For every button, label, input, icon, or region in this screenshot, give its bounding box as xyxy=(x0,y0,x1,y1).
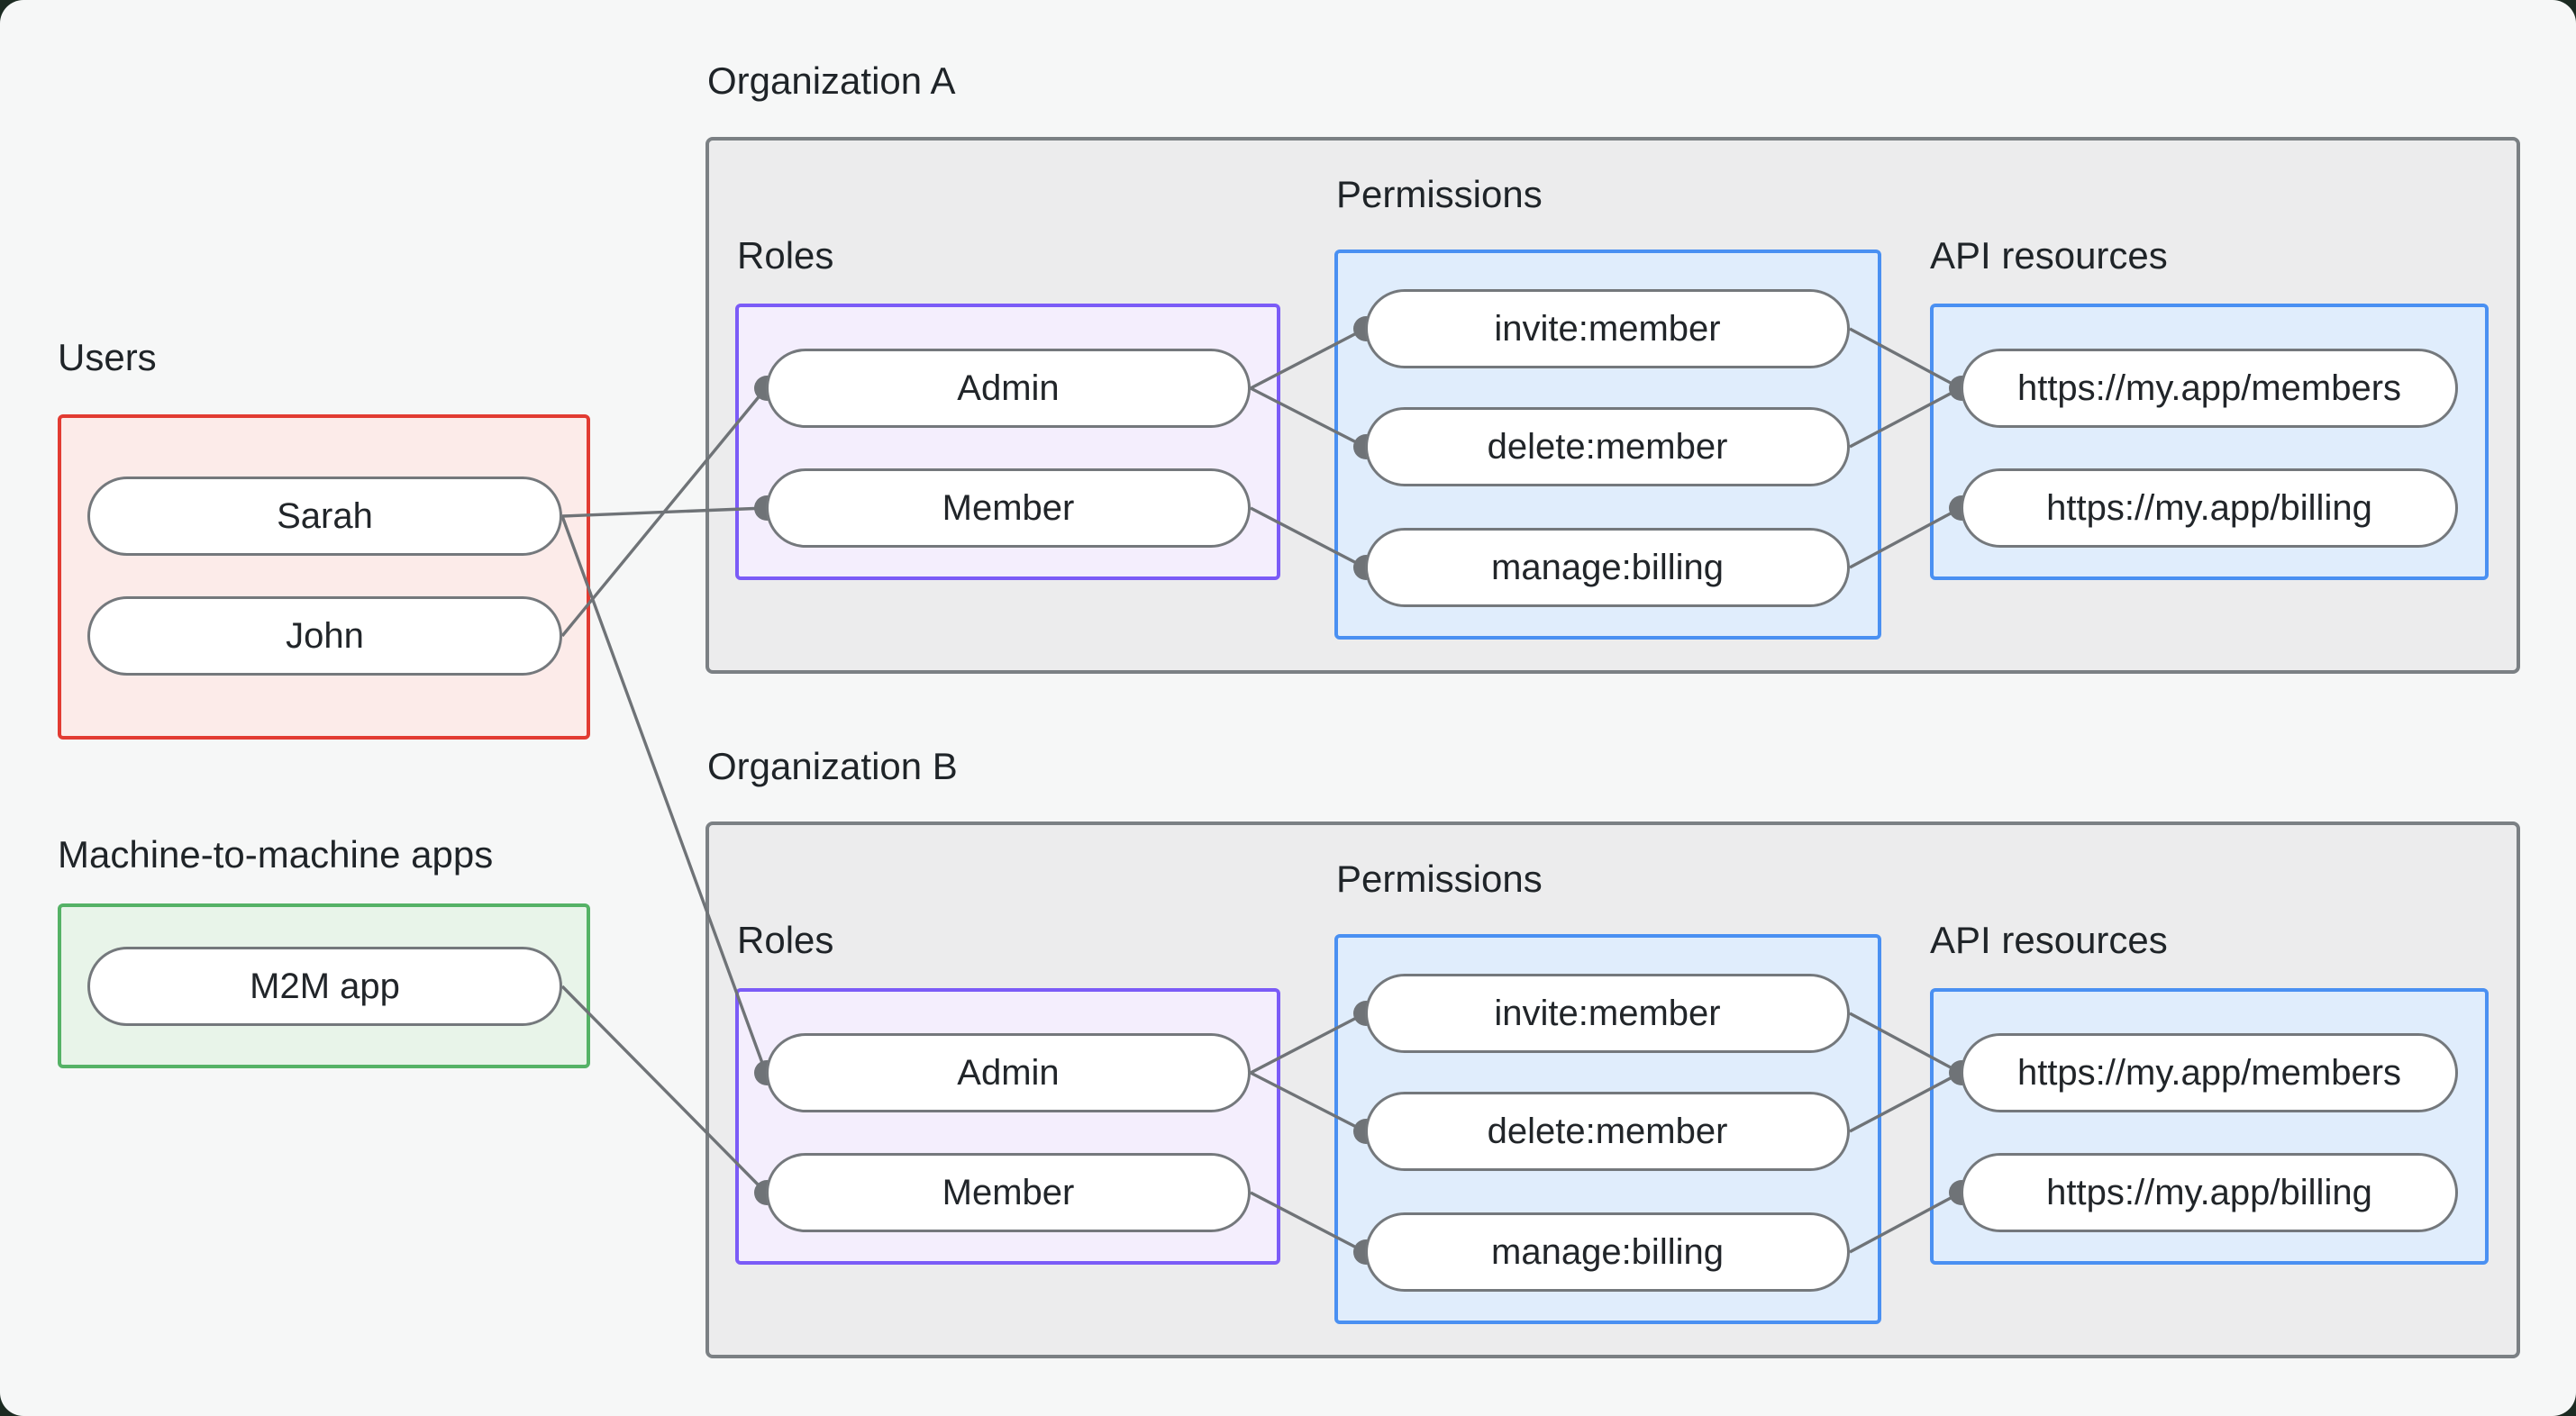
edge-org-b-delete-to-members xyxy=(1849,1071,1962,1133)
edge-org-b-invite-to-members xyxy=(1849,1012,1962,1075)
m2m-group-box: M2M app xyxy=(58,903,590,1068)
node-john: John xyxy=(87,596,562,676)
edge-org-a-invite-to-members xyxy=(1849,327,1962,390)
org-a-roles-box: Admin Member xyxy=(735,304,1280,580)
node-org-a-delete-member: delete:member xyxy=(1365,407,1850,486)
edge-org-b-manage-to-billing xyxy=(1849,1191,1962,1254)
edge-org-a-member-to-manage xyxy=(1250,506,1366,569)
edge-sarah-to-org-b-admin xyxy=(560,515,768,1074)
edge-org-a-admin-to-invite xyxy=(1250,327,1366,390)
node-org-b-members-api: https://my.app/members xyxy=(1961,1033,2458,1112)
edge-org-a-manage-to-billing xyxy=(1849,506,1962,569)
node-org-a-billing-api: https://my.app/billing xyxy=(1961,468,2458,548)
node-org-a-manage-billing: manage:billing xyxy=(1365,528,1850,607)
edge-org-b-admin-to-delete xyxy=(1250,1071,1366,1133)
node-org-a-invite-member: invite:member xyxy=(1365,289,1850,368)
node-org-b-billing-api: https://my.app/billing xyxy=(1961,1153,2458,1232)
users-group-box: Sarah John xyxy=(58,414,590,740)
m2m-group-label: Machine-to-machine apps xyxy=(58,833,494,876)
edge-org-b-member-to-manage xyxy=(1250,1191,1366,1254)
edge-org-a-delete-to-members xyxy=(1849,386,1962,449)
node-org-b-invite-member: invite:member xyxy=(1365,974,1850,1053)
node-m2m-app: M2M app xyxy=(87,947,562,1026)
org-b-roles-box: Admin Member xyxy=(735,988,1280,1265)
org-b-title: Organization B xyxy=(707,745,958,787)
node-org-b-admin: Admin xyxy=(766,1033,1251,1112)
edge-org-a-admin-to-delete xyxy=(1250,386,1366,449)
org-a-api-resources-box: https://my.app/members https://my.app/bi… xyxy=(1930,304,2489,580)
edge-john-to-org-a-admin xyxy=(560,386,768,638)
node-sarah: Sarah xyxy=(87,477,562,556)
org-a-permissions-label: Permissions xyxy=(1336,173,1543,215)
edge-org-b-admin-to-invite xyxy=(1250,1012,1366,1075)
org-b-permissions-box: invite:member delete:member manage:billi… xyxy=(1334,934,1881,1324)
node-org-a-member: Member xyxy=(766,468,1251,548)
org-a-box: Roles Admin Member Permissions invite:me… xyxy=(705,137,2520,674)
node-org-b-delete-member: delete:member xyxy=(1365,1092,1850,1171)
org-b-box: Roles Admin Member Permissions invite:me… xyxy=(705,821,2520,1358)
org-a-roles-label: Roles xyxy=(737,234,834,277)
node-org-a-admin: Admin xyxy=(766,349,1251,428)
users-group-label: Users xyxy=(58,336,157,378)
org-b-roles-label: Roles xyxy=(737,919,834,961)
org-a-api-resources-label: API resources xyxy=(1930,234,2168,277)
edge-m2m-to-org-b-member xyxy=(560,985,768,1194)
org-b-api-resources-label: API resources xyxy=(1930,919,2168,961)
org-a-permissions-box: invite:member delete:member manage:billi… xyxy=(1334,250,1881,640)
org-a-title: Organization A xyxy=(707,59,956,102)
node-org-b-member: Member xyxy=(766,1153,1251,1232)
node-org-b-manage-billing: manage:billing xyxy=(1365,1212,1850,1292)
org-b-permissions-label: Permissions xyxy=(1336,858,1543,900)
node-org-a-members-api: https://my.app/members xyxy=(1961,349,2458,428)
org-b-api-resources-box: https://my.app/members https://my.app/bi… xyxy=(1930,988,2489,1265)
